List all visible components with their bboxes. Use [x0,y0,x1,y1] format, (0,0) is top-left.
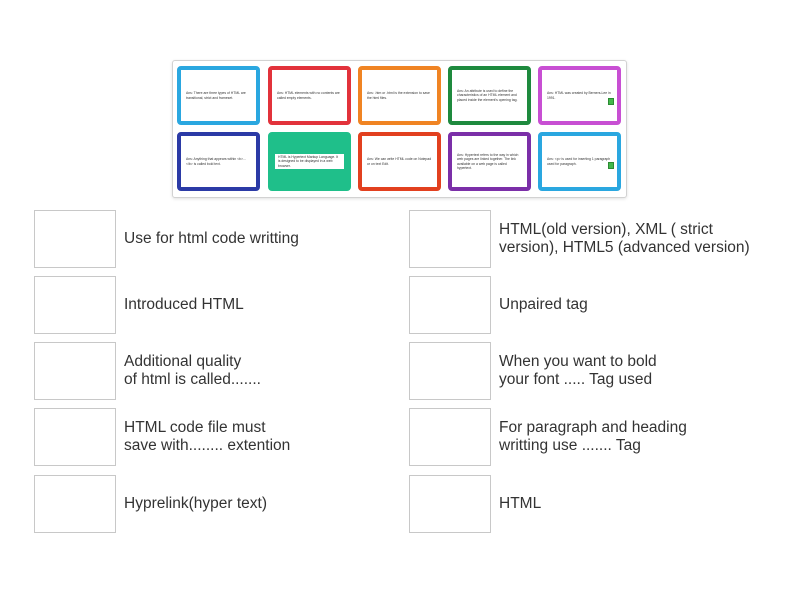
answer-card-text: HTML is Hypertext Markup Language. It is… [275,153,344,170]
right-match-label-5: HTML [499,475,794,533]
answer-card-text: Ans: Hypertext refers to the way in whic… [457,152,519,170]
answer-card-text: Ans: HTML was created by Berners-Lee in … [547,91,611,100]
answer-card-5[interactable]: Ans: HTML was created by Berners-Lee in … [538,66,621,125]
match-label-text: HTML code file must save with........ ex… [124,419,291,454]
left-match-label-2: Introduced HTML [124,276,394,334]
right-match-label-2: Unpaired tag [499,276,794,334]
answer-card-3[interactable]: Ans: .htm or .html is the extension to s… [358,66,441,125]
left-drop-slot-1[interactable] [34,210,116,268]
left-match-label-3: Additional quality of html is called....… [124,342,394,400]
right-drop-slot-2[interactable] [409,276,491,334]
answer-card-6[interactable]: Ans: Anything that appears within <b>...… [177,132,260,191]
answer-card-text: Ans: There are three types of HTML are t… [186,91,246,100]
right-drop-slot-4[interactable] [409,408,491,466]
answer-card-text: Ans: .htm or .html is the extension to s… [367,91,430,100]
right-match-label-4: For paragraph and heading writting use .… [499,408,794,466]
answer-card-1[interactable]: Ans: There are three types of HTML are t… [177,66,260,125]
answer-card-10[interactable]: Ans: <p> is used for inserting 1 paragra… [538,132,621,191]
match-label-text: For paragraph and heading writting use .… [499,419,687,454]
answer-card-4[interactable]: Ans: An attribute is used to define the … [448,66,531,125]
scroll-indicator-icon [608,162,614,169]
right-match-label-1: HTML(old version), XML ( strict version)… [499,210,794,268]
left-match-label-5: Hyprelink(hyper text) [124,475,394,533]
match-label-text: Unpaired tag [499,296,588,313]
left-drop-slot-3[interactable] [34,342,116,400]
match-label-text: Hyprelink(hyper text) [124,495,267,512]
answer-card-text: Ans: HTML elements with no contents are … [277,91,340,100]
right-match-label-3: When you want to bold your font ..... Ta… [499,342,794,400]
match-label-text: HTML [499,495,542,512]
left-drop-slot-5[interactable] [34,475,116,533]
match-label-text: Introduced HTML [124,296,244,313]
scroll-indicator-icon [608,98,614,105]
left-match-label-4: HTML code file must save with........ ex… [124,408,394,466]
answer-card-text: Ans: We can write HTML code on Notepad o… [367,157,432,166]
answer-card-text: Ans: An attribute is used to define the … [457,88,518,102]
right-drop-slot-1[interactable] [409,210,491,268]
match-label-text: Additional quality of html is called....… [124,353,261,388]
left-drop-slot-4[interactable] [34,408,116,466]
answer-card-text: Ans: <p> is used for inserting 1 paragra… [547,157,611,166]
match-label-text: HTML(old version), XML ( strict version)… [499,221,750,256]
answer-card-9[interactable]: Ans: Hypertext refers to the way in whic… [448,132,531,191]
left-drop-slot-2[interactable] [34,276,116,334]
answer-card-text: Ans: Anything that appears within <b>...… [186,157,246,166]
answer-card-7[interactable]: HTML is Hypertext Markup Language. It is… [268,132,351,191]
left-match-label-1: Use for html code writting [124,210,394,268]
answer-card-2[interactable]: Ans: HTML elements with no contents are … [268,66,351,125]
right-drop-slot-5[interactable] [409,475,491,533]
match-label-text: When you want to bold your font ..... Ta… [499,353,657,388]
right-drop-slot-3[interactable] [409,342,491,400]
answer-card-8[interactable]: Ans: We can write HTML code on Notepad o… [358,132,441,191]
match-label-text: Use for html code writting [124,230,299,247]
